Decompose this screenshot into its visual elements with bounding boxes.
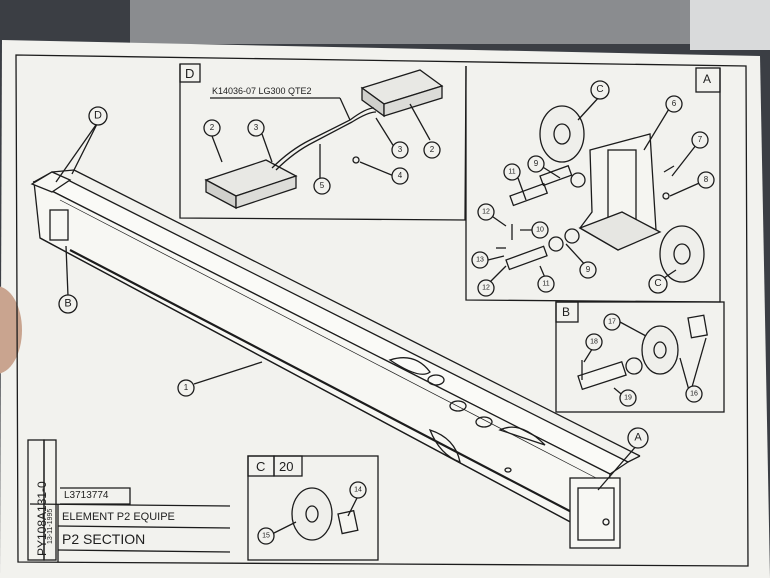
callout-2a: 2 [209,123,215,132]
paper-sheet [0,40,770,578]
detail-a-letter: A [703,72,712,86]
callout-6: 6 [671,99,677,108]
callout-4: 4 [397,171,403,180]
detail-b-letter: B [562,305,571,319]
title-en: P2 SECTION [62,531,146,547]
callout-9b: 9 [585,265,591,274]
callout-17: 17 [608,318,616,326]
callout-C-bottom: C [654,278,662,289]
callout-C-top: C [596,84,604,95]
callout-3b: 3 [397,145,403,154]
callout-14: 14 [354,486,362,494]
callout-5: 5 [319,181,325,190]
callout-B-main: B [64,297,72,310]
callout-9a: 9 [533,159,539,168]
main-beam [30,169,641,549]
callout-7: 7 [697,135,703,144]
callout-19: 19 [624,394,632,402]
callout-16: 16 [690,390,698,398]
part-label: K14036-07 LG300 QTE2 [212,86,312,96]
callout-8: 8 [703,175,709,184]
callout-2b: 2 [429,145,435,154]
callout-12a: 12 [482,208,490,216]
detail-a-frame [465,66,721,303]
callout-13: 13 [476,256,484,264]
detail-d-letter: D [185,66,195,81]
callout-1: 1 [183,383,189,392]
callout-D: D [94,109,102,122]
callout-15: 15 [262,532,270,540]
detail-c-qty: 20 [279,459,294,474]
date-stamp: 13-11-1995 [47,508,54,544]
detail-c-letter: C [256,459,266,474]
callout-12b: 12 [482,284,490,292]
detail-c-frame [247,455,379,561]
callout-18: 18 [590,338,598,346]
detail-b-frame [555,301,725,413]
callout-11a: 11 [508,168,516,176]
callout-11b: 11 [542,280,550,288]
callout-10: 10 [536,226,544,234]
doc-number: L3713774 [64,490,109,501]
title-fr: ELEMENT P2 EQUIPE [62,511,175,523]
callout-3a: 3 [253,123,259,132]
drawing-border [15,54,749,567]
callout-A-main: A [634,431,642,444]
